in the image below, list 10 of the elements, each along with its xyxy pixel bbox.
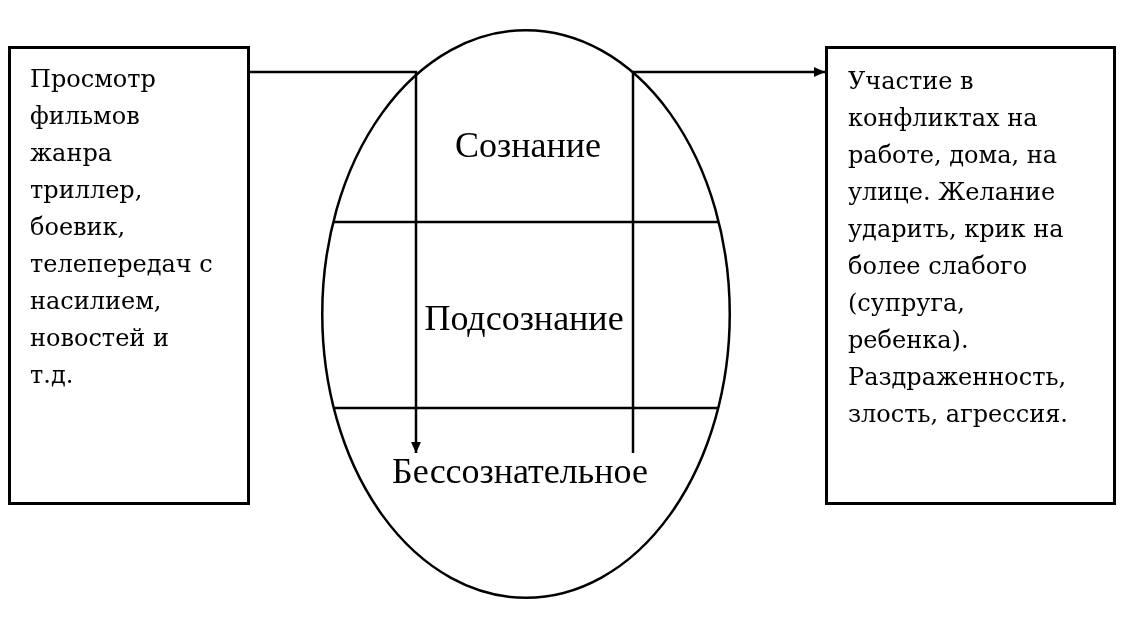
text-box [8,46,250,505]
description-text: Просмотр фильмов жанра триллер, боевик, телепередач с насилием, новостей и т.д. [30,64,214,391]
layer-label: Сознание [455,127,601,163]
layer-label: Подсознание [424,300,624,336]
arrow [250,70,421,453]
layered-ellipse [321,29,731,599]
text-box [825,46,1116,505]
description-text: Участие в конфликтах на работе, дома, на улице. Желание ударить, крик на более слабого (супруга, ребенка). Раздраженность, злость, агрессия. [848,66,1069,430]
arrow [631,67,825,453]
layer-label: Бессознательное [392,453,648,489]
